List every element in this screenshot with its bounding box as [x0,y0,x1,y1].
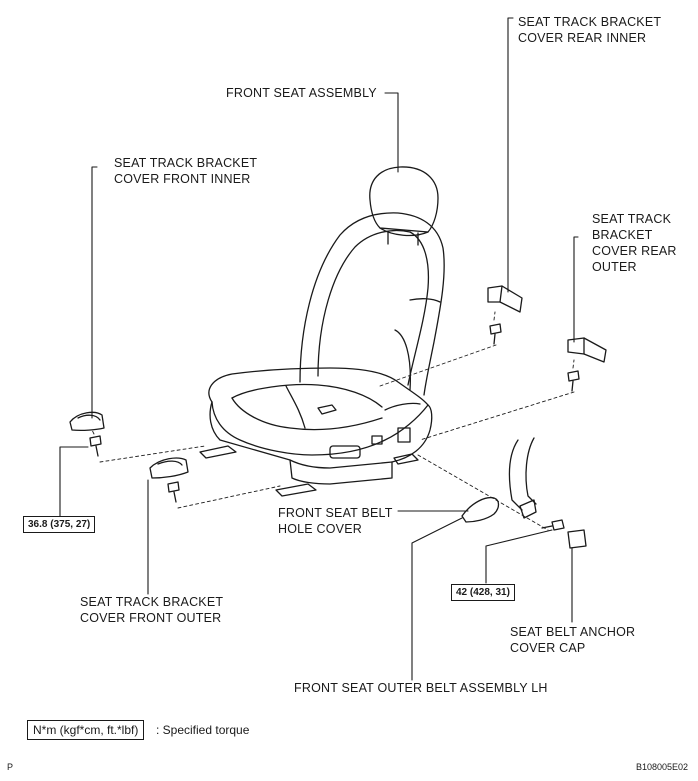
label-front-seat-assembly: FRONT SEAT ASSEMBLY [226,86,377,100]
label-line: COVER CAP [510,641,586,655]
label-line: COVER FRONT OUTER [80,611,222,625]
torque-seat-bolt: 36.8 (375, 27) [23,516,96,533]
label-line: FRONT SEAT BELT [278,506,393,520]
label-anchor-cover-cap: SEAT BELT ANCHOR COVER CAP [510,624,635,656]
bolt-drawings [89,323,580,531]
label-line: OUTER [592,260,637,274]
label-line: COVER FRONT INNER [114,172,251,186]
figure-code: B108005E02 [636,762,689,772]
label-belt-hole-cover: FRONT SEAT BELT HOLE COVER [278,505,393,537]
label-line: SEAT BELT ANCHOR [510,625,636,639]
label-cover-front-outer: SEAT TRACK BRACKET COVER FRONT OUTER [80,594,223,626]
label-line: SEAT TRACK BRACKET [80,595,224,609]
corner-left-mark: P [7,762,14,772]
anchor-cover-cap-drawing [567,529,587,549]
belt-hole-cover-drawing [461,496,500,523]
label-line: SEAT TRACK [592,212,672,226]
rear-inner-cover-drawing [487,285,523,313]
label-outer-belt-assembly: FRONT SEAT OUTER BELT ASSEMBLY LH [294,681,548,695]
label-line: SEAT TRACK BRACKET [114,156,258,170]
label-line: HOLE COVER [278,522,362,536]
label-line: COVER REAR INNER [518,31,647,45]
torque-anchor-bolt: 42 (428, 31) [451,584,515,601]
front-seat-drawing [199,166,445,497]
label-cover-front-inner: SEAT TRACK BRACKET COVER FRONT INNER [114,155,257,187]
label-line: BRACKET [592,228,653,242]
label-cover-rear-inner: SEAT TRACK BRACKET COVER REAR INNER [518,14,661,46]
label-line: COVER REAR [592,244,677,258]
rear-outer-cover-drawing [567,337,607,363]
legend-unit-box: N*m (kgf*cm, ft.*lbf) [27,720,145,740]
front-outer-cover-drawing [149,457,189,479]
legend-text: : Specified torque [156,723,250,737]
front-inner-cover-drawing [69,411,105,432]
outer-belt-drawing [508,437,537,519]
label-cover-rear-outer: SEAT TRACK BRACKET COVER REAR OUTER [592,211,677,275]
label-line: SEAT TRACK BRACKET [518,15,662,29]
